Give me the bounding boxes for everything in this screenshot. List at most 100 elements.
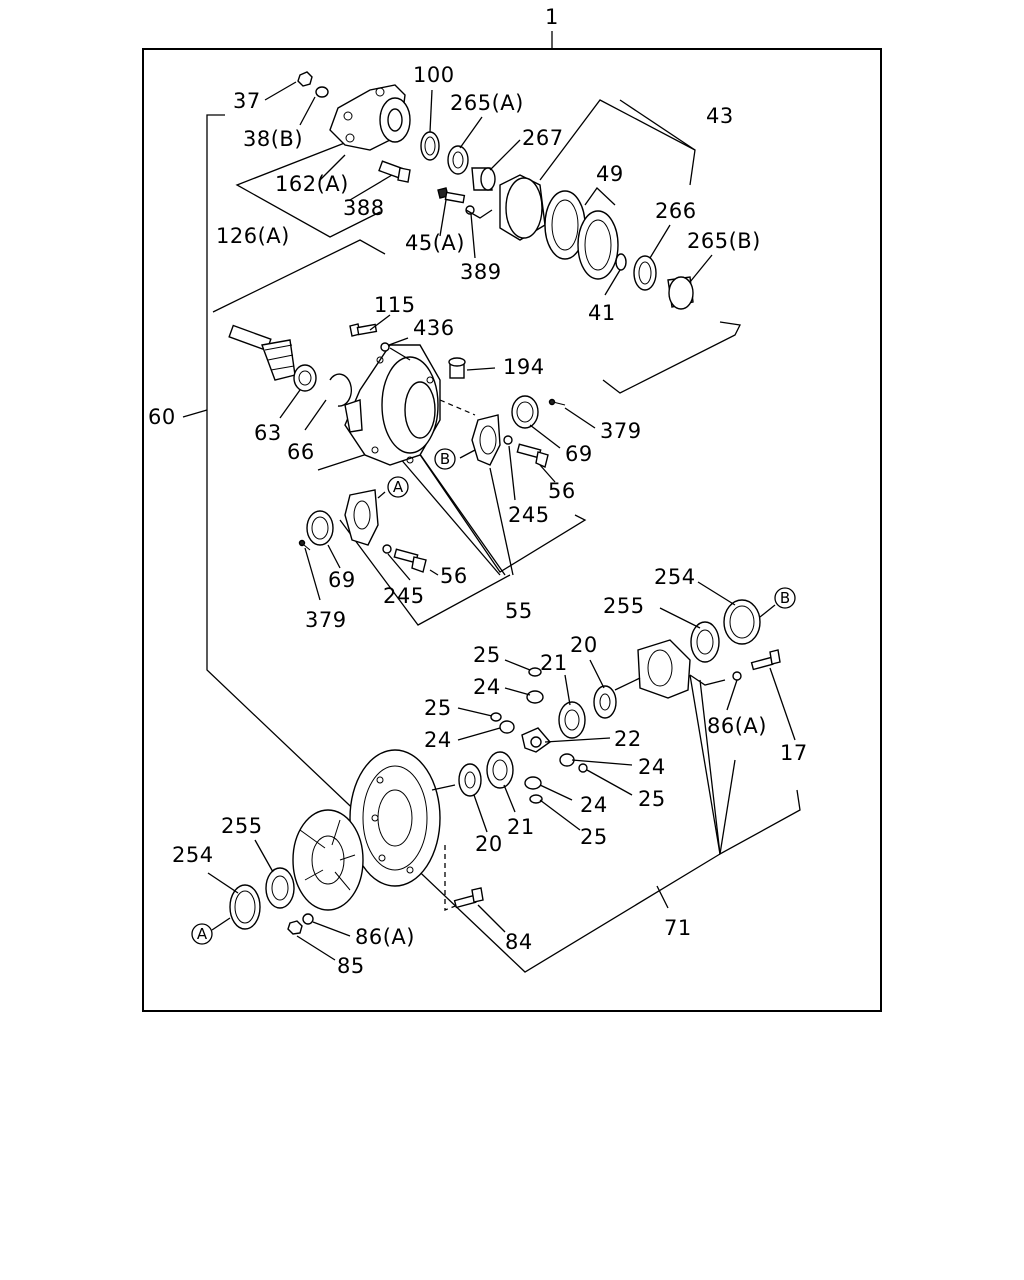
label-49: 49 xyxy=(596,162,624,186)
label-71: 71 xyxy=(664,916,692,940)
bearing-265b xyxy=(667,276,694,310)
leader-line xyxy=(392,449,501,576)
leader-line xyxy=(689,674,721,855)
label-245-lower: 245 xyxy=(383,584,425,608)
assembly-bracket-71 xyxy=(699,679,801,856)
spacer-267 xyxy=(471,167,496,191)
label-379-lower: 379 xyxy=(305,608,347,632)
adjuster-69 xyxy=(511,395,539,429)
label-17: 17 xyxy=(780,741,808,765)
svg-text:B: B xyxy=(440,450,450,468)
bearing-255-upper xyxy=(690,621,720,663)
label-24-d: 24 xyxy=(580,793,608,817)
part-labels: 1 37 38(B) 100 265(A) 267 43 162(A) 388 … xyxy=(148,5,808,978)
assembly-bracket-265b xyxy=(212,239,386,313)
leader-line xyxy=(656,885,669,909)
bearing-265a xyxy=(447,145,469,175)
label-21-upper: 21 xyxy=(540,651,568,675)
label-37: 37 xyxy=(233,89,261,113)
label-63: 63 xyxy=(254,421,282,445)
label-162a: 162(A) xyxy=(275,172,349,196)
bolt-388 xyxy=(378,160,411,183)
bolt-45a xyxy=(437,187,466,204)
diagram-frame xyxy=(142,48,882,1012)
assembly-bracket-60 xyxy=(206,114,721,973)
label-38b: 38(B) xyxy=(243,127,303,151)
label-60: 60 xyxy=(148,405,176,429)
side-gear-21-lower xyxy=(486,751,514,789)
label-389: 389 xyxy=(460,260,502,284)
leader-line xyxy=(409,439,506,576)
label-254-upper: 254 xyxy=(654,565,696,589)
label-20-upper: 20 xyxy=(570,633,598,657)
label-41: 41 xyxy=(588,301,616,325)
bearing-cap-b xyxy=(471,414,501,466)
oil-seal-100 xyxy=(420,131,440,161)
adjuster-69-lower xyxy=(306,510,334,546)
bolt-115 xyxy=(349,323,378,337)
label-254-lower: 254 xyxy=(172,843,214,867)
label-43: 43 xyxy=(706,104,734,128)
pinion-shaft-22 xyxy=(521,727,552,753)
label-24-a: 24 xyxy=(473,675,501,699)
label-84: 84 xyxy=(505,930,533,954)
pinion-retainer xyxy=(499,174,546,241)
label-25-d: 25 xyxy=(580,825,608,849)
leader-line xyxy=(489,467,514,576)
plug-194 xyxy=(448,357,466,379)
thrust-washer-20-lower xyxy=(458,763,482,797)
leader-line xyxy=(719,759,736,855)
label-66: 66 xyxy=(287,440,315,464)
label-115: 115 xyxy=(374,293,416,317)
label-126a: 126(A) xyxy=(216,224,290,248)
label-86a-lower: 86(A) xyxy=(355,925,415,949)
coupling-flange xyxy=(329,84,411,151)
assembly-bracket-43 xyxy=(539,99,696,186)
lock-pin-379-lower xyxy=(298,539,311,551)
label-245-upper: 245 xyxy=(508,503,550,527)
nut-37 xyxy=(297,71,329,98)
label-45a: 45(A) xyxy=(405,231,465,255)
small-parts-24-25 xyxy=(490,667,588,804)
label-86a-upper: 86(A) xyxy=(707,714,767,738)
ref-marker-a-lower: A xyxy=(191,923,213,945)
assembly-bracket-lower xyxy=(602,321,741,394)
label-85: 85 xyxy=(337,954,365,978)
label-255-lower: 255 xyxy=(221,814,263,838)
label-69-lower: 69 xyxy=(328,568,356,592)
ring-gear xyxy=(349,749,441,887)
bearing-63 xyxy=(293,364,317,392)
lock-pin-379 xyxy=(548,398,566,406)
label-100: 100 xyxy=(413,63,455,87)
label-24-b: 24 xyxy=(424,728,452,752)
race-254-upper xyxy=(723,599,761,645)
label-388: 388 xyxy=(343,196,385,220)
race-266 xyxy=(633,255,657,291)
differential-case-a-side xyxy=(292,809,364,911)
label-436: 436 xyxy=(413,316,455,340)
thrust-washer-20-upper xyxy=(593,685,617,719)
label-21-lower: 21 xyxy=(507,815,535,839)
label-265a: 265(A) xyxy=(450,91,524,115)
svg-text:B: B xyxy=(780,589,790,607)
label-56-upper: 56 xyxy=(548,479,576,503)
leader-line xyxy=(619,99,696,151)
assembly-bracket-126 xyxy=(235,136,381,238)
bolt-84 xyxy=(453,887,484,909)
label-25-a: 25 xyxy=(473,643,501,667)
label-194: 194 xyxy=(503,355,545,379)
shim-49 xyxy=(544,190,619,280)
side-gear-21-upper xyxy=(558,701,586,739)
differential-case-b-side xyxy=(637,639,691,699)
washer-41 xyxy=(615,253,627,271)
race-254-lower xyxy=(229,884,261,930)
label-22: 22 xyxy=(614,727,642,751)
svg-text:A: A xyxy=(393,478,404,496)
ref-marker-b-upper: B xyxy=(434,448,456,470)
assembly-bracket-55b xyxy=(339,519,511,626)
label-25-c: 25 xyxy=(638,787,666,811)
ref-marker-b-lower: B xyxy=(774,587,796,609)
bolt-56-upper xyxy=(516,443,549,468)
label-379-upper: 379 xyxy=(600,419,642,443)
label-265b: 265(B) xyxy=(687,229,761,253)
